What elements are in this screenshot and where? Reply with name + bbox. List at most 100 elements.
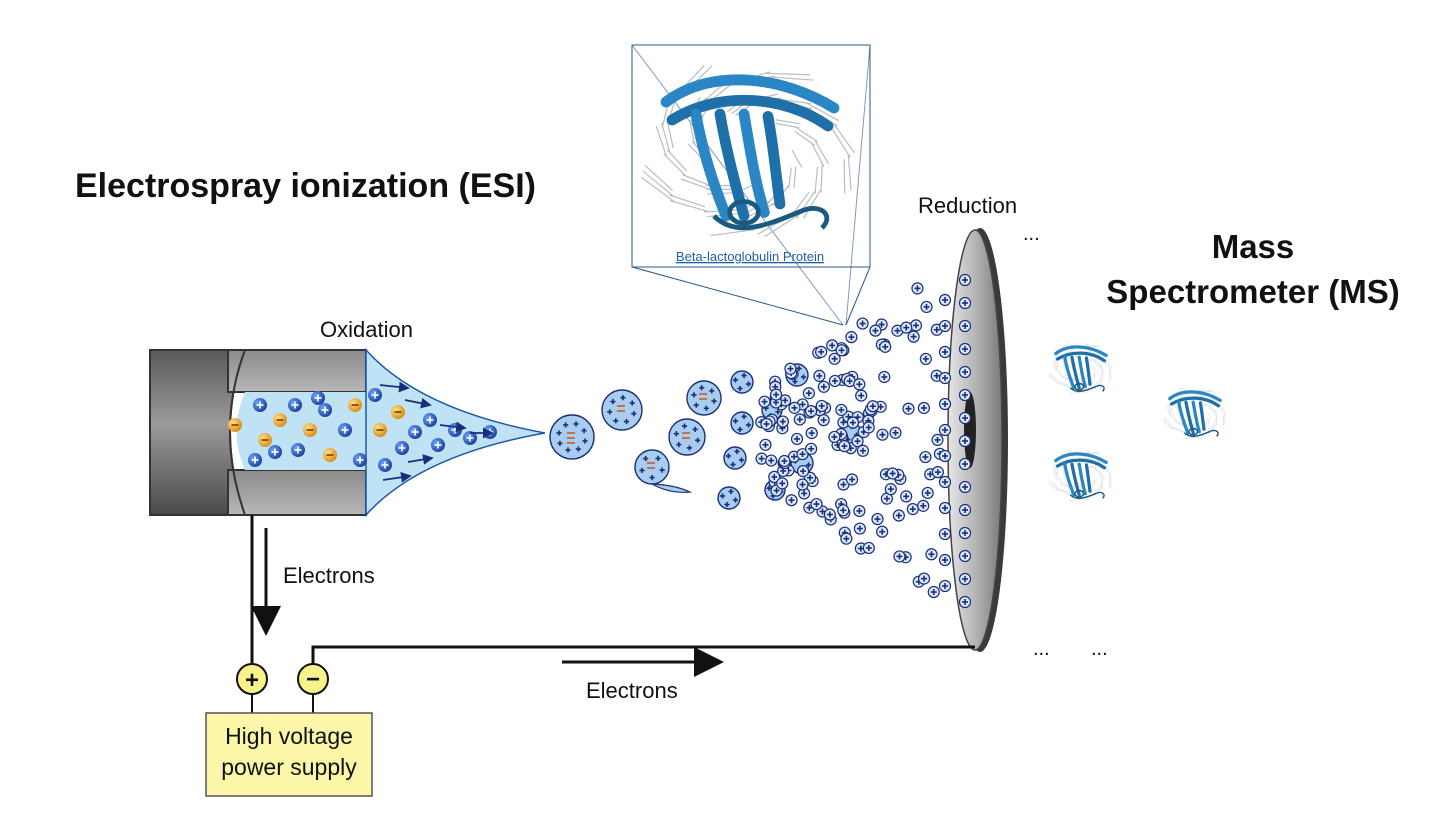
cation-icon xyxy=(960,551,971,562)
cation-icon xyxy=(919,573,930,584)
positive-terminal: + xyxy=(237,664,267,694)
anion-icon xyxy=(303,423,317,437)
cation-icon xyxy=(960,413,971,424)
cation-icon xyxy=(880,341,891,352)
cation-icon xyxy=(288,398,302,412)
protein-ion-icon xyxy=(1048,450,1112,501)
anion-icon xyxy=(228,418,242,432)
cation-icon xyxy=(872,514,883,525)
capillary-bottom-wall xyxy=(228,470,366,515)
cation-icon xyxy=(960,367,971,378)
ellipsis-top: ... xyxy=(1023,223,1040,245)
cation-icon xyxy=(940,373,951,384)
cation-icon xyxy=(318,403,332,417)
cation-icon xyxy=(863,422,874,433)
cation-icon xyxy=(960,459,971,470)
cation-icon xyxy=(423,413,437,427)
cation-icon xyxy=(940,347,951,358)
cation-icon xyxy=(792,433,803,444)
cation-icon xyxy=(759,396,770,407)
cation-icon xyxy=(777,478,788,489)
charged-droplet xyxy=(635,450,669,484)
cation-icon xyxy=(431,438,445,452)
power-supply-line2: power supply xyxy=(221,754,357,780)
cation-icon xyxy=(901,322,912,333)
cation-icon xyxy=(894,551,905,562)
charged-droplet xyxy=(602,390,642,430)
cation-icon xyxy=(960,597,971,608)
protein-ion-icon xyxy=(1162,388,1226,439)
cation-icon xyxy=(854,523,865,534)
cation-icon xyxy=(940,399,951,410)
positive-terminal-symbol: + xyxy=(245,667,259,694)
cation-icon xyxy=(940,529,951,540)
cation-icon xyxy=(863,542,874,553)
cation-icon xyxy=(806,428,817,439)
cation-icon xyxy=(803,388,814,399)
cation-icon xyxy=(903,403,914,414)
cation-icon xyxy=(756,453,767,464)
anion-icon xyxy=(258,433,272,447)
cation-icon xyxy=(847,474,858,485)
protein-caption-link[interactable]: Beta-lactoglobulin Protein xyxy=(676,249,824,264)
cation-icon xyxy=(922,487,933,498)
cation-icon xyxy=(890,427,901,438)
cation-icon xyxy=(816,400,827,411)
anion-icon xyxy=(391,405,405,419)
cation-icon xyxy=(901,491,912,502)
anion-icon xyxy=(323,448,337,462)
charged-droplet xyxy=(724,447,746,469)
cation-icon xyxy=(940,425,951,436)
charged-droplet xyxy=(687,381,721,415)
protein-ion-icon xyxy=(1048,343,1112,394)
cation-icon xyxy=(879,371,890,382)
cation-icon xyxy=(960,482,971,493)
cation-icon xyxy=(311,391,325,405)
electrons-label-down: Electrons xyxy=(283,563,375,588)
cation-icon xyxy=(824,509,835,520)
cation-icon xyxy=(907,504,918,515)
cation-icon xyxy=(779,455,790,466)
cation-icon xyxy=(818,381,829,392)
oxidation-label: Oxidation xyxy=(320,317,413,342)
ellipsis-bottom-1: ... xyxy=(1033,638,1050,660)
ms-title-line1: Mass xyxy=(1212,228,1295,265)
cation-icon xyxy=(921,301,932,312)
cation-icon xyxy=(960,275,971,286)
cation-icon xyxy=(926,549,937,560)
cation-icon xyxy=(378,458,392,472)
cation-icon xyxy=(877,429,888,440)
cation-icon xyxy=(854,379,865,390)
cation-icon xyxy=(877,526,888,537)
cation-icon xyxy=(918,500,929,511)
cation-icon xyxy=(248,453,262,467)
cation-icon xyxy=(798,466,809,477)
charged-droplet xyxy=(731,371,753,393)
cation-icon xyxy=(960,505,971,516)
cation-icon xyxy=(789,402,800,413)
cation-icon xyxy=(940,321,951,332)
cation-icon xyxy=(885,484,896,495)
cation-icon xyxy=(483,425,497,439)
cation-icon xyxy=(766,455,777,466)
cation-icon xyxy=(940,295,951,306)
cation-icon xyxy=(867,401,878,412)
esi-title: Electrospray ionization (ESI) xyxy=(75,167,536,205)
capillary xyxy=(150,350,366,515)
cation-icon xyxy=(836,404,847,415)
cation-icon xyxy=(932,434,943,445)
capillary-top-wall xyxy=(228,350,366,392)
cation-icon xyxy=(408,425,422,439)
cation-icon xyxy=(829,431,840,442)
cation-icon xyxy=(794,414,805,425)
cation-icon xyxy=(448,423,462,437)
inlet-aperture xyxy=(964,392,976,468)
cation-icon xyxy=(797,479,808,490)
cation-icon xyxy=(816,346,827,357)
reduction-label: Reduction xyxy=(918,193,1017,218)
cation-icon xyxy=(786,495,797,506)
cation-icon xyxy=(839,441,850,452)
cation-icon xyxy=(932,467,943,478)
cation-icon xyxy=(785,363,796,374)
